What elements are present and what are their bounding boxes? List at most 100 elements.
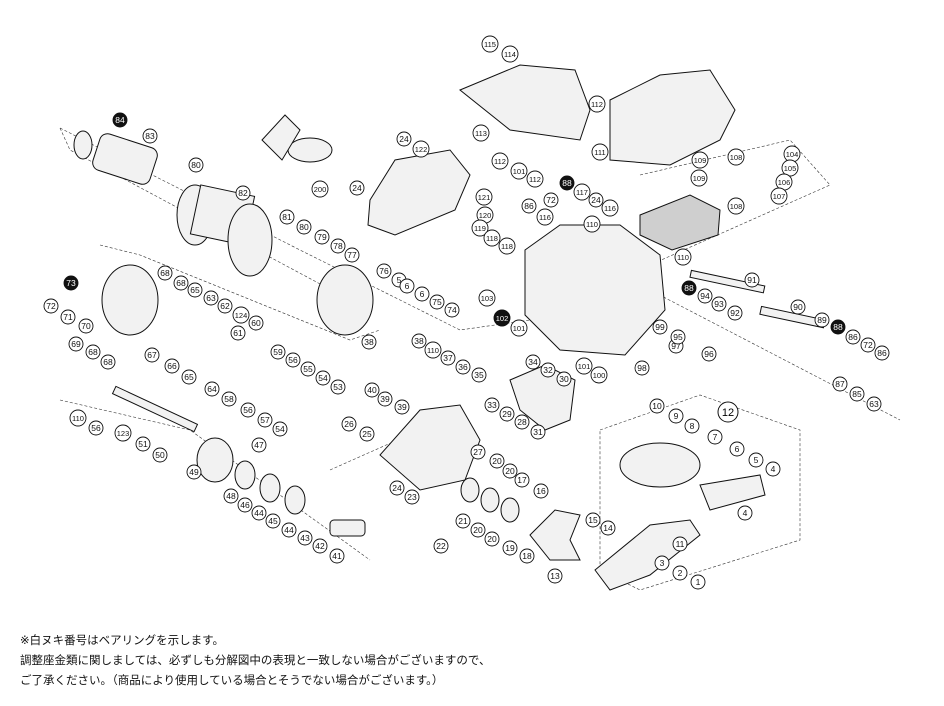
callout-53: 53: [330, 379, 346, 395]
callout-number: 109: [693, 174, 706, 183]
callout-circle: [330, 379, 346, 395]
callout-number: 55: [303, 364, 313, 374]
handle-group-number: 12: [722, 407, 734, 419]
callout-number: 88: [562, 178, 572, 188]
callout-55: 55: [300, 361, 316, 377]
callout-number: 54: [318, 373, 328, 383]
callout-200: 200: [311, 180, 329, 198]
callout-109: 109: [690, 169, 708, 187]
callout-circle: [681, 280, 697, 296]
callout-number: 82: [238, 188, 248, 198]
callout-115: 115: [481, 35, 499, 53]
callout-6: 6: [729, 441, 745, 457]
callout-number: 46: [240, 500, 250, 510]
callout-32: 32: [540, 362, 556, 378]
callout-number: 20: [492, 456, 502, 466]
callout-circle: [85, 344, 101, 360]
callout-circle: [230, 325, 246, 341]
callout-101: 101: [510, 162, 528, 180]
callout-112: 112: [491, 152, 509, 170]
callout-number: 69: [71, 339, 81, 349]
callout-circle: [744, 272, 760, 288]
callout-54: 54: [315, 370, 331, 386]
callout-circle: [364, 382, 380, 398]
callout-circle: [530, 424, 546, 440]
callout-96: 96: [701, 346, 717, 362]
callout-circle: [157, 265, 173, 281]
callout-number: 39: [397, 402, 407, 412]
callout-109: 109: [691, 151, 709, 169]
callout-circle: [455, 513, 471, 529]
callout-number: 61: [233, 328, 243, 338]
callout-number: 6: [420, 289, 425, 299]
callout-114: 114: [501, 45, 519, 63]
callout-19: 19: [502, 540, 518, 556]
callout-circle: [114, 424, 132, 442]
callout-circle: [601, 199, 619, 217]
callout-number: 6: [735, 444, 740, 454]
callout-circle: [484, 397, 500, 413]
callout-circle: [533, 483, 549, 499]
callout-circle: [223, 488, 239, 504]
callout-20: 20: [489, 453, 505, 469]
callout-number: 59: [273, 347, 283, 357]
callout-116: 116: [601, 199, 619, 217]
callout-16: 16: [533, 483, 549, 499]
callout-circle: [489, 453, 505, 469]
callout-number: 71: [63, 312, 73, 322]
callout-number: 53: [333, 382, 343, 392]
callout-number: 50: [155, 450, 165, 460]
callout-circle: [634, 360, 650, 376]
callout-circle: [502, 540, 518, 556]
callout-number: 30: [559, 374, 569, 384]
callout-number: 39: [380, 394, 390, 404]
callout-circle: [43, 298, 59, 314]
callout-number: 101: [513, 324, 526, 333]
callout-number: 63: [869, 399, 879, 409]
callout-number: 67: [147, 350, 157, 360]
callout-68: 68: [85, 344, 101, 360]
callout-17: 17: [514, 472, 530, 488]
callout-88: 88: [681, 280, 697, 296]
callout-circle: [672, 536, 688, 552]
callout-number: 116: [539, 213, 551, 222]
callout-circle: [414, 286, 430, 302]
callout-circle: [251, 437, 267, 453]
callout-number: 40: [367, 385, 377, 395]
callout-23: 23: [404, 489, 420, 505]
callout-circle: [272, 421, 288, 437]
callout-83: 83: [142, 128, 158, 144]
callout-number: 72: [546, 195, 556, 205]
callout-68: 68: [100, 354, 116, 370]
callout-87: 87: [832, 376, 848, 392]
callout-circle: [727, 148, 745, 166]
callout-circle: [684, 418, 700, 434]
callout-circle: [575, 357, 593, 375]
callout-circle: [412, 140, 430, 158]
callout-number: 68: [103, 357, 113, 367]
callout-circle: [674, 248, 692, 266]
callout-number: 37: [443, 353, 453, 363]
callout-101: 101: [510, 319, 528, 337]
callout-circle: [100, 354, 116, 370]
callout-circle: [543, 192, 559, 208]
callout-circle: [588, 192, 604, 208]
callout-2: 2: [672, 565, 688, 581]
callout-number: 109: [694, 156, 707, 165]
callout-14: 14: [600, 520, 616, 536]
callout-circle: [135, 436, 151, 452]
callout-88: 88: [830, 319, 846, 335]
callout-circle: [727, 305, 743, 321]
callout-39: 39: [394, 399, 410, 415]
callout-5: 5: [748, 452, 764, 468]
callout-number: 101: [578, 362, 591, 371]
callout-116: 116: [536, 208, 554, 226]
callout-number: 11: [676, 539, 685, 549]
callout-circle: [471, 367, 487, 383]
callout-number: 107: [773, 192, 786, 201]
callout-circle: [399, 278, 415, 294]
callout-108: 108: [727, 197, 745, 215]
callout-110: 110: [583, 215, 601, 233]
callout-21: 21: [455, 513, 471, 529]
callout-number: 80: [191, 160, 201, 170]
